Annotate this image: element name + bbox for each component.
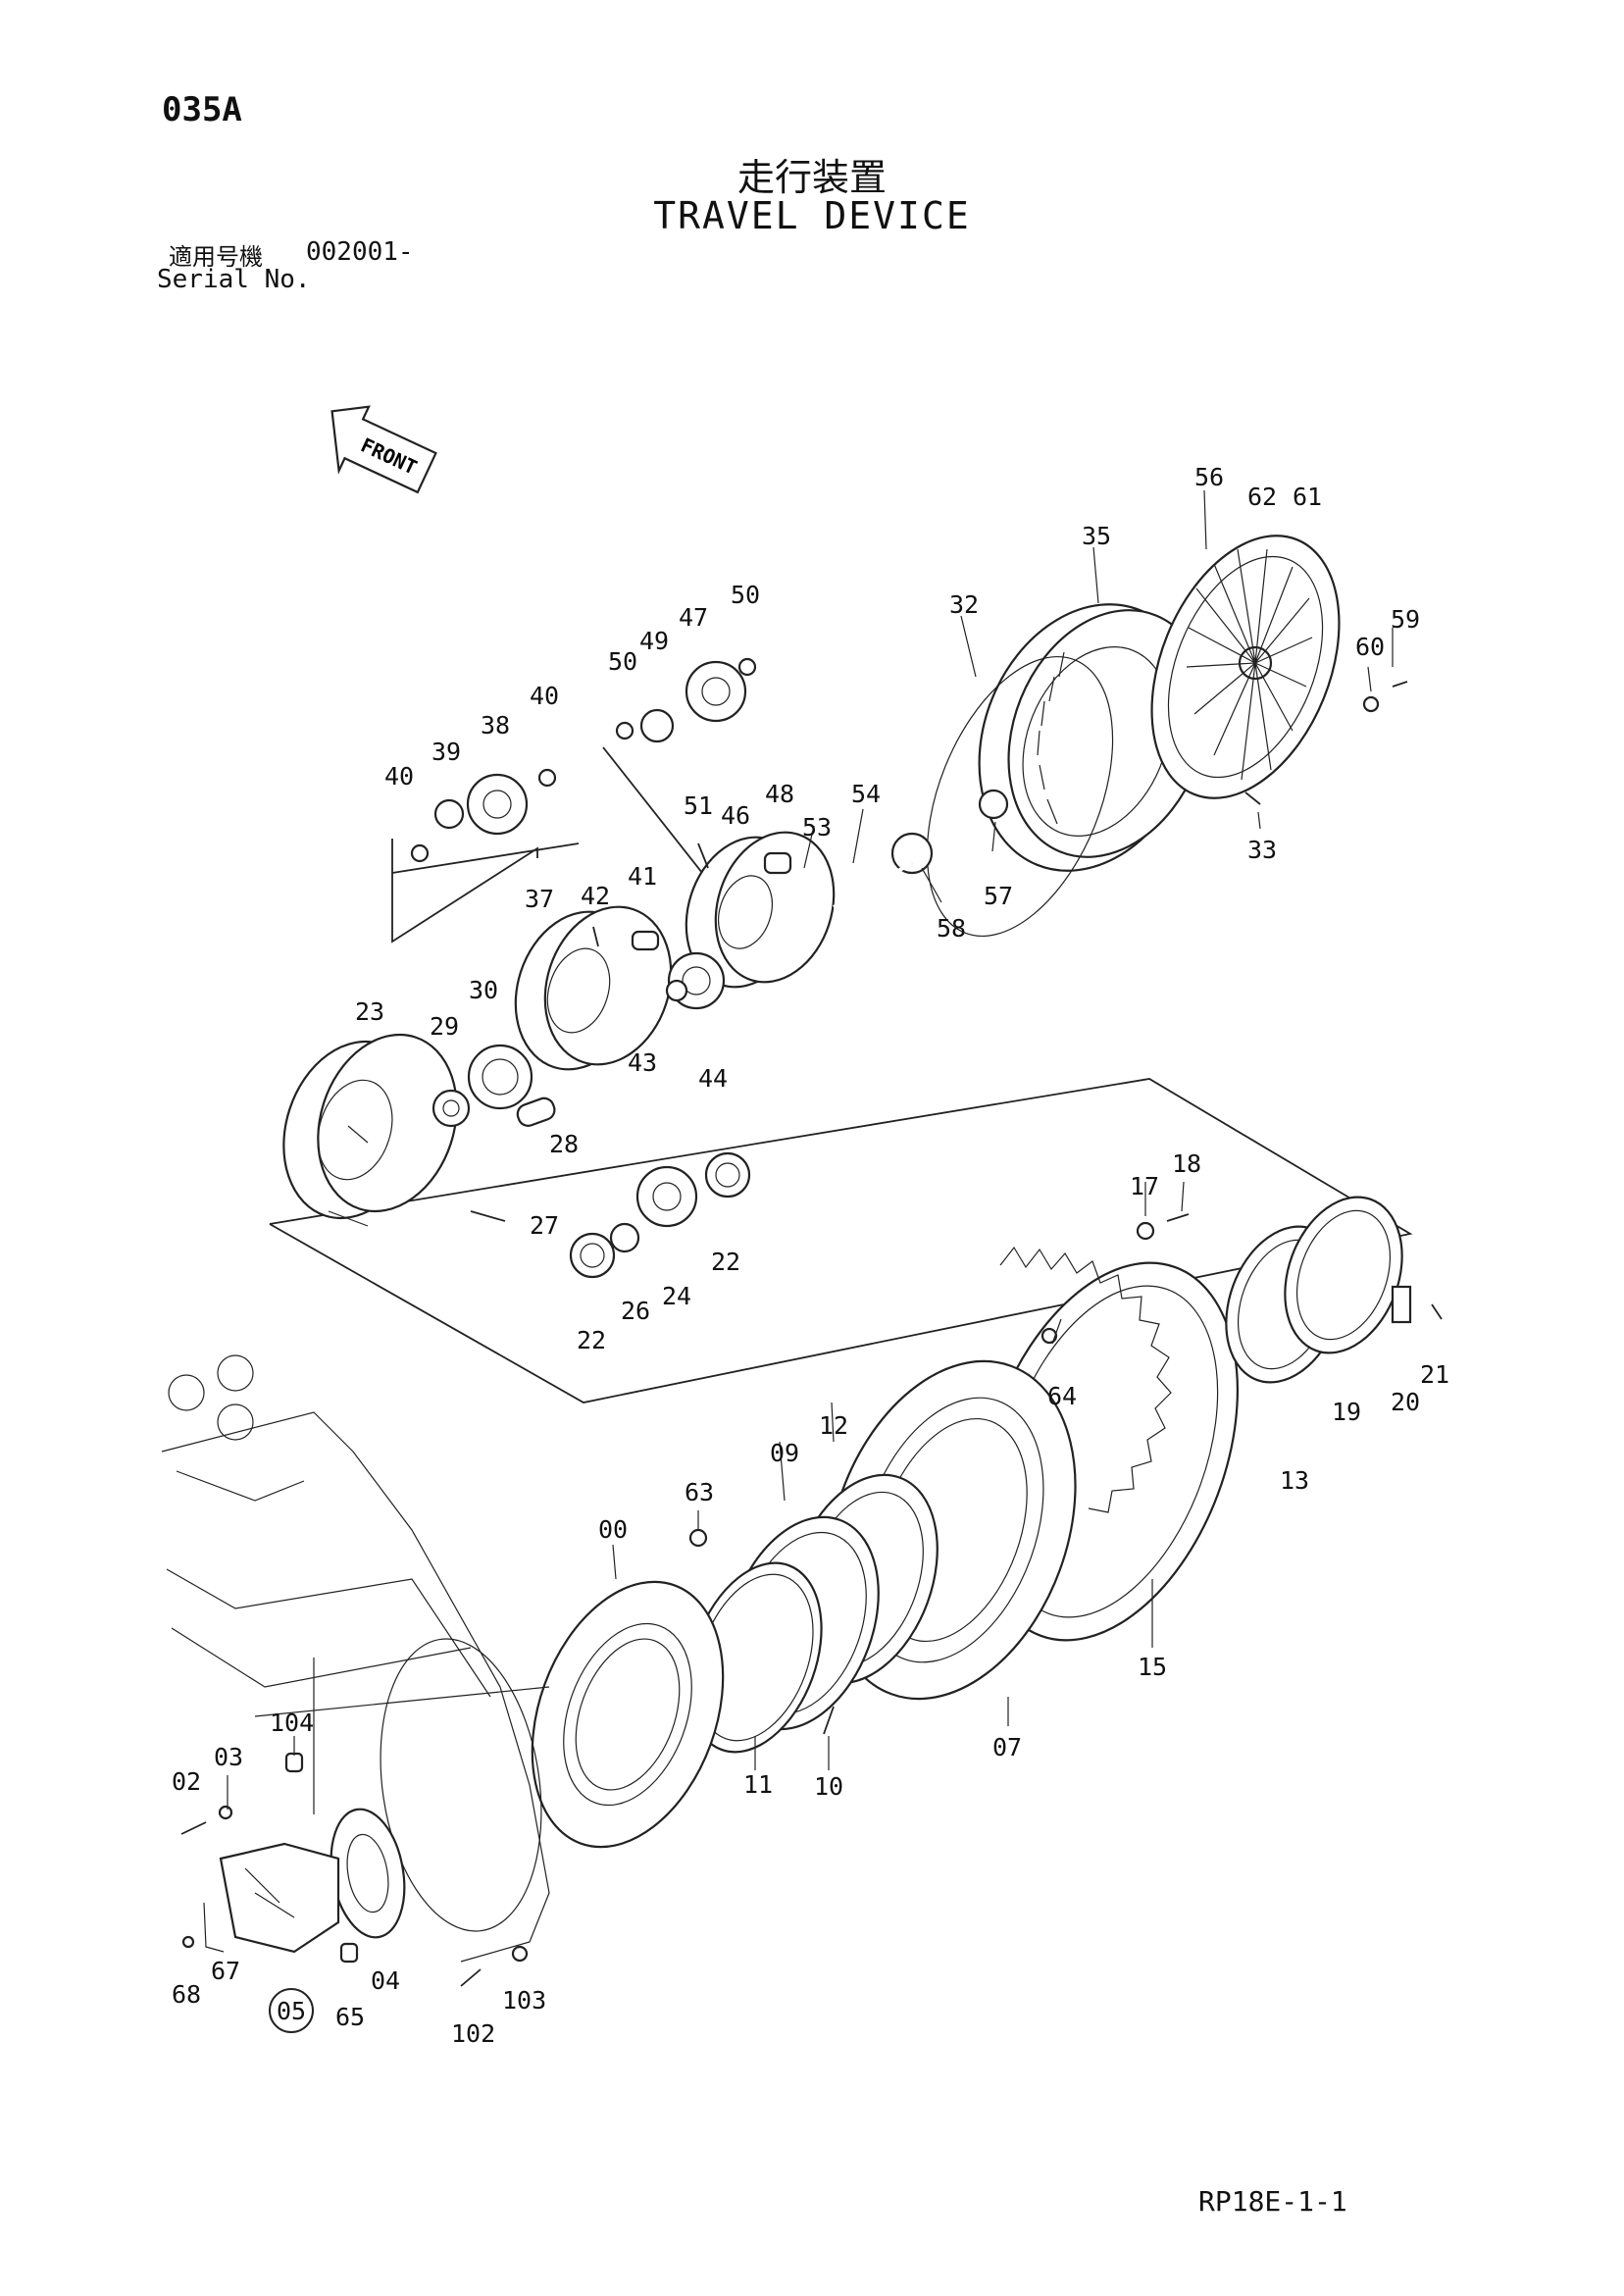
callout-104: 104 (270, 1709, 314, 1737)
callout-61: 61 (1293, 483, 1322, 511)
callout-03: 03 (214, 1743, 243, 1771)
group-brackets (269, 746, 1413, 1403)
part-carrier-46 (685, 831, 836, 989)
part-gears (433, 660, 934, 1228)
callout-02: 02 (172, 1767, 201, 1796)
callout-13: 13 (1280, 1466, 1309, 1495)
callout-24: 24 (662, 1282, 691, 1310)
callout-62: 62 (1247, 483, 1277, 511)
callout-40: 40 (384, 762, 414, 791)
serial-label: Serial No. (157, 265, 311, 294)
callout-51: 51 (684, 791, 713, 820)
callout-21: 21 (1420, 1360, 1449, 1389)
serial-label-japanese: 適用号機 (169, 243, 263, 271)
callout-59: 59 (1391, 605, 1420, 634)
page-code: 035A (162, 90, 242, 129)
part-travel-motor (203, 1808, 406, 1954)
callout-37: 37 (525, 885, 554, 913)
callout-53: 53 (802, 813, 832, 842)
figure-code: RP18E-1-1 (1198, 2185, 1347, 2218)
callout-22: 22 (577, 1326, 606, 1354)
callout-30: 30 (469, 976, 498, 1004)
callout-64: 64 (1047, 1382, 1077, 1410)
callout-33: 33 (1247, 836, 1277, 864)
callout-56: 56 (1194, 463, 1224, 491)
serial-number-value: 002001- (306, 237, 414, 267)
callout-102: 102 (451, 2019, 495, 2048)
callout-60: 60 (1355, 633, 1385, 661)
front-arrow-icon: FRONT (330, 405, 437, 494)
callout-50: 50 (608, 647, 637, 676)
page-title-japanese: 走行装置 (736, 156, 887, 199)
page-title: TRAVEL DEVICE (653, 194, 971, 237)
callout-38: 38 (481, 711, 510, 740)
callout-17: 17 (1130, 1172, 1159, 1200)
callout-44: 44 (698, 1064, 728, 1093)
part-hub-23 (282, 1033, 458, 1220)
callout-46: 46 (721, 801, 750, 830)
part-seal-rings (687, 1473, 939, 1754)
callout-29: 29 (430, 1012, 459, 1041)
part-o-ring (926, 655, 1114, 938)
callout-103: 103 (502, 1986, 546, 2015)
callout-68: 68 (172, 1980, 201, 2009)
callout-19: 19 (1332, 1398, 1361, 1426)
callout-40: 40 (530, 682, 559, 710)
callout-23: 23 (355, 997, 384, 1026)
callout-18: 18 (1172, 1149, 1201, 1178)
callout-20: 20 (1391, 1388, 1420, 1416)
part-track-frame (161, 1354, 550, 1963)
callout-07: 07 (992, 1733, 1022, 1761)
callout-10: 10 (814, 1772, 843, 1801)
callout-67: 67 (211, 1957, 240, 1985)
callout-48: 48 (765, 780, 794, 808)
callout-27: 27 (530, 1211, 559, 1240)
callout-54: 54 (851, 780, 881, 808)
callout-49: 49 (639, 627, 669, 655)
callout-50: 50 (731, 581, 760, 609)
callout-26: 26 (621, 1297, 650, 1325)
part-bearings (410, 657, 1009, 1279)
part-flange (531, 1580, 725, 1849)
callout-05: 05 (277, 1997, 306, 2025)
callout-63: 63 (685, 1478, 714, 1506)
callout-22: 22 (711, 1248, 740, 1276)
callout-32: 32 (949, 590, 979, 619)
part-cover (1150, 535, 1341, 799)
callout-28: 28 (549, 1130, 579, 1158)
callout-47: 47 (679, 603, 708, 632)
callout-43: 43 (628, 1048, 657, 1077)
part-bolts (180, 681, 1443, 1987)
callout-57: 57 (984, 882, 1013, 910)
part-bearing-rings (1225, 1196, 1403, 1384)
callout-labels: 56 62 61 35 32 50 47 49 50 59 60 40 38 3… (172, 463, 1449, 2048)
callout-12: 12 (819, 1411, 848, 1440)
callout-00: 00 (598, 1515, 628, 1544)
callout-58: 58 (937, 914, 966, 943)
leader-lines (227, 489, 1394, 1810)
callout-39: 39 (431, 738, 461, 766)
callout-09: 09 (770, 1439, 799, 1467)
circled-callout-ring (269, 1988, 314, 2033)
callout-11: 11 (743, 1770, 773, 1799)
callout-15: 15 (1138, 1653, 1167, 1681)
callout-42: 42 (581, 882, 610, 910)
part-shaft (833, 861, 913, 909)
callout-04: 04 (371, 1966, 400, 1995)
callout-65: 65 (335, 2003, 365, 2031)
callout-41: 41 (628, 862, 657, 891)
callout-35: 35 (1082, 522, 1111, 550)
